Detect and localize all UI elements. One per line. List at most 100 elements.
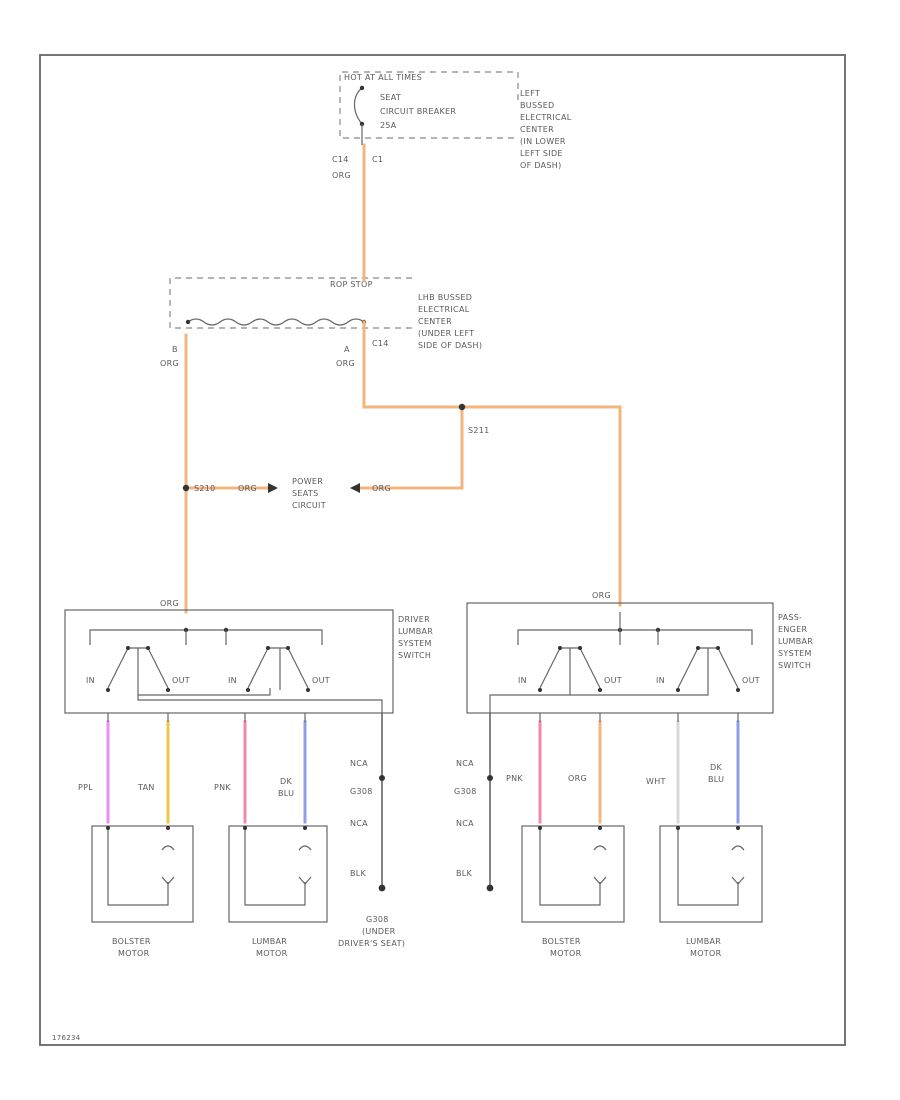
lh-center-location-line: ELECTRICAL	[418, 305, 470, 314]
breaker-label-line: SEAT	[380, 93, 401, 102]
passenger-wire-label: WHT	[646, 777, 666, 786]
fuse-box-location-line: LEFT	[520, 89, 540, 98]
driver-top-wire-label: ORG	[160, 599, 179, 608]
passenger-ground-label: BLK	[456, 869, 473, 878]
passenger-feed-wire	[362, 320, 622, 607]
driver-motor2-label: LUMBAR	[252, 937, 287, 946]
splice-s210-label: S210	[194, 484, 216, 493]
passenger-motor1-label: MOTOR	[550, 949, 582, 958]
splice-s211-label: S211	[468, 426, 490, 435]
driver-wire-label: DK	[280, 777, 292, 786]
passenger-in1-label: IN	[518, 676, 527, 685]
driver-ground-label: NCA	[350, 819, 368, 828]
passenger-wire-label: BLU	[708, 775, 724, 784]
hot-at-all-times-label: HOT AT ALL TIMES	[344, 73, 422, 82]
ground-location-line: (UNDER	[362, 927, 396, 936]
passenger-switch-label-line: SYSTEM	[778, 649, 812, 658]
lh-center-connector: C14	[372, 339, 389, 348]
fuse-box-location-line: ELECTRICAL	[520, 113, 572, 122]
fuse-box-outline	[339, 71, 519, 139]
driver-wire-label: PPL	[78, 783, 93, 792]
lh-center-pin-a: A	[344, 345, 350, 354]
driver-in2-label: IN	[228, 676, 237, 685]
s211-branch-wire	[358, 405, 464, 490]
passenger-switch-label-line: PASS-	[778, 613, 802, 622]
fuse-box: HOT AT ALL TIMES SEAT CIRCUIT BREAKER 25…	[332, 71, 572, 180]
passenger-ground-label: NCA	[456, 759, 474, 768]
driver-lumbar-switch: ORG DRIVER LUMBAR SYSTEM SWITCH IN OUT I…	[64, 599, 433, 714]
fuse-box-location-line: LEFT SIDE	[520, 149, 563, 158]
circuit-breaker-symbol	[353, 87, 363, 125]
passenger-lumbar-motor: LUMBAR MOTOR	[659, 825, 763, 958]
driver-wire-label: PNK	[214, 783, 231, 792]
passenger-switch-label-line: SWITCH	[778, 661, 811, 670]
power-seats-label-line: CIRCUIT	[292, 501, 326, 510]
fuse-box-location-line: OF DASH)	[520, 161, 562, 170]
ground-location-line: DRIVER'S SEAT)	[338, 939, 405, 948]
figure-id: 176234	[52, 1034, 81, 1042]
driver-motor2-label: MOTOR	[256, 949, 288, 958]
driver-switch-label-line: SYSTEM	[398, 639, 432, 648]
passenger-switch-box	[466, 602, 774, 714]
driver-motor1-label: MOTOR	[118, 949, 150, 958]
orange-wires	[184, 143, 622, 614]
passenger-in2-label: IN	[656, 676, 665, 685]
passenger-ground-label: NCA	[456, 819, 474, 828]
lh-center-pin-b: B	[172, 345, 178, 354]
passenger-ground: NCA G308 NCA BLK	[454, 713, 494, 892]
fuse-box-location-line: CENTER	[520, 125, 554, 134]
arrow-right-icon	[268, 483, 278, 493]
driver-ground: NCA G308 NCA BLK G308 (UNDER DRIVER'S SE…	[338, 713, 405, 948]
passenger-wire-label: DK	[710, 763, 722, 772]
lh-bussed-center: ROP STOP LHB BUSSED ELECTRICAL CENTER (U…	[160, 277, 482, 368]
driver-ground-label: NCA	[350, 759, 368, 768]
diagram-frame	[39, 54, 846, 1046]
lh-center-wire-left: ORG	[160, 359, 179, 368]
motor-arrow-icon	[161, 876, 175, 885]
passenger-wire-label: PNK	[506, 774, 523, 783]
passenger-lumbar-switch: ORG PASS- ENGER LUMBAR SYSTEM SWITCH IN …	[466, 591, 813, 714]
passenger-wire-label: ORG	[568, 774, 587, 783]
lh-center-wire-right: ORG	[336, 359, 355, 368]
ground-location-line: G308	[366, 915, 389, 924]
rop-stop-label: ROP STOP	[330, 280, 373, 289]
lh-center-outline	[169, 277, 412, 329]
power-seats-left-wire-label: ORG	[238, 484, 257, 493]
splice-s210-dot	[182, 484, 190, 492]
driver-motor1-label: BOLSTER	[112, 937, 151, 946]
driver-switch-label-line: SWITCH	[398, 651, 431, 660]
driver-out2-label: OUT	[312, 676, 330, 685]
splice-s211-dot	[458, 403, 466, 411]
driver-out1-label: OUT	[172, 676, 190, 685]
passenger-motor2-label: LUMBAR	[686, 937, 721, 946]
driver-in1-label: IN	[86, 676, 95, 685]
bus-bar-symbol	[187, 318, 365, 326]
breaker-label-line: 25A	[380, 121, 397, 130]
fuse-box-location-line: BUSSED	[520, 101, 555, 110]
driver-lumbar-motor: LUMBAR MOTOR	[228, 825, 328, 958]
passenger-out2-label: OUT	[742, 676, 760, 685]
passenger-out1-label: OUT	[604, 676, 622, 685]
passenger-motor1-label: BOLSTER	[542, 937, 581, 946]
power-seats-right-wire-label: ORG	[372, 484, 391, 493]
lh-center-location-line: (UNDER LEFT	[418, 329, 474, 338]
lh-center-location-line: LHB BUSSED	[418, 293, 472, 302]
fuse-box-connector-label: C14	[332, 155, 349, 164]
lh-center-location-line: CENTER	[418, 317, 452, 326]
lh-center-location-line: SIDE OF DASH)	[418, 341, 482, 350]
power-seats-label-line: SEATS	[292, 489, 318, 498]
driver-switch-label-line: DRIVER	[398, 615, 430, 624]
driver-wire-label: BLU	[278, 789, 294, 798]
fuse-box-location-line: (IN LOWER	[520, 137, 566, 146]
passenger-top-wire-label: ORG	[592, 591, 611, 600]
fuse-box-wire-label: ORG	[332, 171, 351, 180]
driver-ground-label: BLK	[350, 869, 367, 878]
passenger-motor2-label: MOTOR	[690, 949, 722, 958]
power-seats-label-line: POWER	[292, 477, 323, 486]
fuse-box-pin-label: C1	[372, 155, 383, 164]
breaker-label-line: CIRCUIT BREAKER	[380, 107, 456, 116]
arrow-left-icon	[350, 483, 360, 493]
passenger-switch-label-line: ENGER	[778, 625, 807, 634]
passenger-ground-label: G308	[454, 787, 477, 796]
